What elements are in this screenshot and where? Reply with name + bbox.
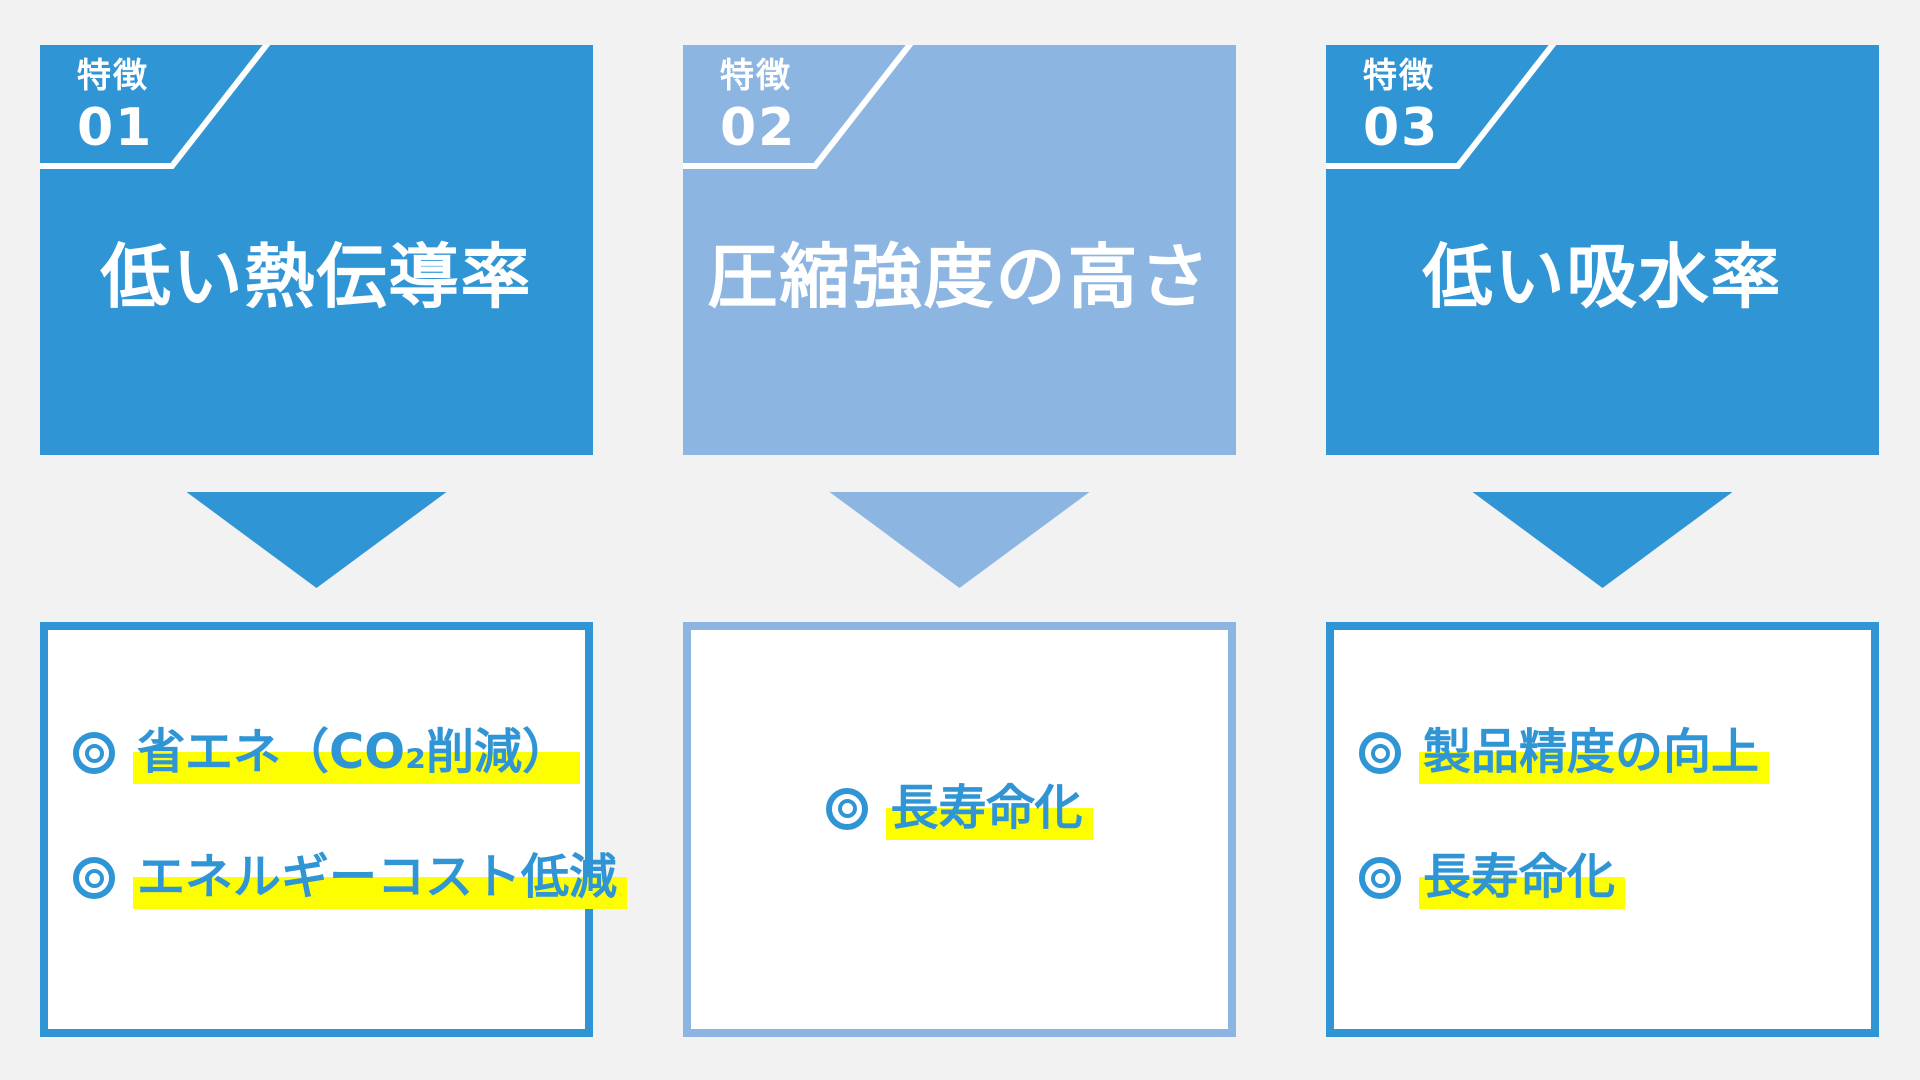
benefit-card-2: 長寿命化 xyxy=(683,622,1236,1037)
bullet-core xyxy=(1370,868,1390,888)
features-board: 特徴 01 低い熱伝導率 省エネ（CO₂削減） エネルギーコスト低減 特徴 xyxy=(40,45,1879,1037)
benefit-text: 製品精度の向上 xyxy=(1419,728,1770,784)
bullet-core xyxy=(84,868,104,888)
feature-column-1: 特徴 01 低い熱伝導率 省エネ（CO₂削減） エネルギーコスト低減 xyxy=(40,45,628,1037)
benefit-item: 製品精度の向上 xyxy=(1359,728,1770,784)
badge-slash-icon xyxy=(683,45,914,169)
badge-number: 03 xyxy=(1363,98,1440,158)
down-arrow-icon xyxy=(1472,492,1733,588)
feature-column-3: 特徴 03 低い吸水率 製品精度の向上 長寿命化 xyxy=(1326,45,1879,1037)
badge-number: 02 xyxy=(720,98,797,158)
benefit-card-3: 製品精度の向上 長寿命化 xyxy=(1326,622,1879,1037)
double-circle-bullet-icon xyxy=(1359,732,1401,774)
bullet-core xyxy=(1370,743,1390,763)
double-circle-bullet-icon xyxy=(826,787,869,830)
feature-title-3: 低い吸水率 xyxy=(1422,235,1783,318)
bullet-core xyxy=(837,799,857,818)
feature-card-3: 特徴 03 低い吸水率 xyxy=(1326,45,1879,455)
benefit-item: 長寿命化 xyxy=(826,783,1093,840)
benefit-item: エネルギーコスト低減 xyxy=(73,853,628,909)
badge-slash-icon xyxy=(1326,45,1557,169)
feature-title-1: 低い熱伝導率 xyxy=(100,235,533,318)
benefit-text: エネルギーコスト低減 xyxy=(133,853,628,909)
badge-slash-icon xyxy=(40,45,271,169)
badge-number: 01 xyxy=(77,98,154,158)
feature-title-2: 圧縮強度の高さ xyxy=(707,235,1212,318)
badge-label: 特徴 xyxy=(1363,56,1435,96)
down-arrow-icon xyxy=(829,492,1090,588)
down-arrow-icon xyxy=(186,492,447,588)
benefit-text: 省エネ（CO₂削減） xyxy=(133,728,581,784)
benefit-item: 省エネ（CO₂削減） xyxy=(73,728,581,784)
double-circle-bullet-icon xyxy=(1359,857,1401,899)
feature-column-2: 特徴 02 圧縮強度の高さ 長寿命化 xyxy=(683,45,1236,1037)
double-circle-bullet-icon xyxy=(73,732,115,774)
benefit-card-1: 省エネ（CO₂削減） エネルギーコスト低減 xyxy=(40,622,628,1037)
badge-label: 特徴 xyxy=(77,56,149,96)
feature-badge-3: 特徴 03 xyxy=(1363,59,1439,154)
feature-badge-2: 特徴 02 xyxy=(720,59,796,154)
benefit-item: 長寿命化 xyxy=(1359,853,1626,909)
benefit-text: 長寿命化 xyxy=(886,783,1093,840)
feature-card-1: 特徴 01 低い熱伝導率 xyxy=(40,45,593,455)
bullet-core xyxy=(84,743,104,763)
feature-card-2: 特徴 02 圧縮強度の高さ xyxy=(683,45,1236,455)
benefit-text: 長寿命化 xyxy=(1419,853,1626,909)
badge-label: 特徴 xyxy=(720,56,792,96)
double-circle-bullet-icon xyxy=(73,857,115,899)
feature-badge-1: 特徴 01 xyxy=(77,59,153,154)
